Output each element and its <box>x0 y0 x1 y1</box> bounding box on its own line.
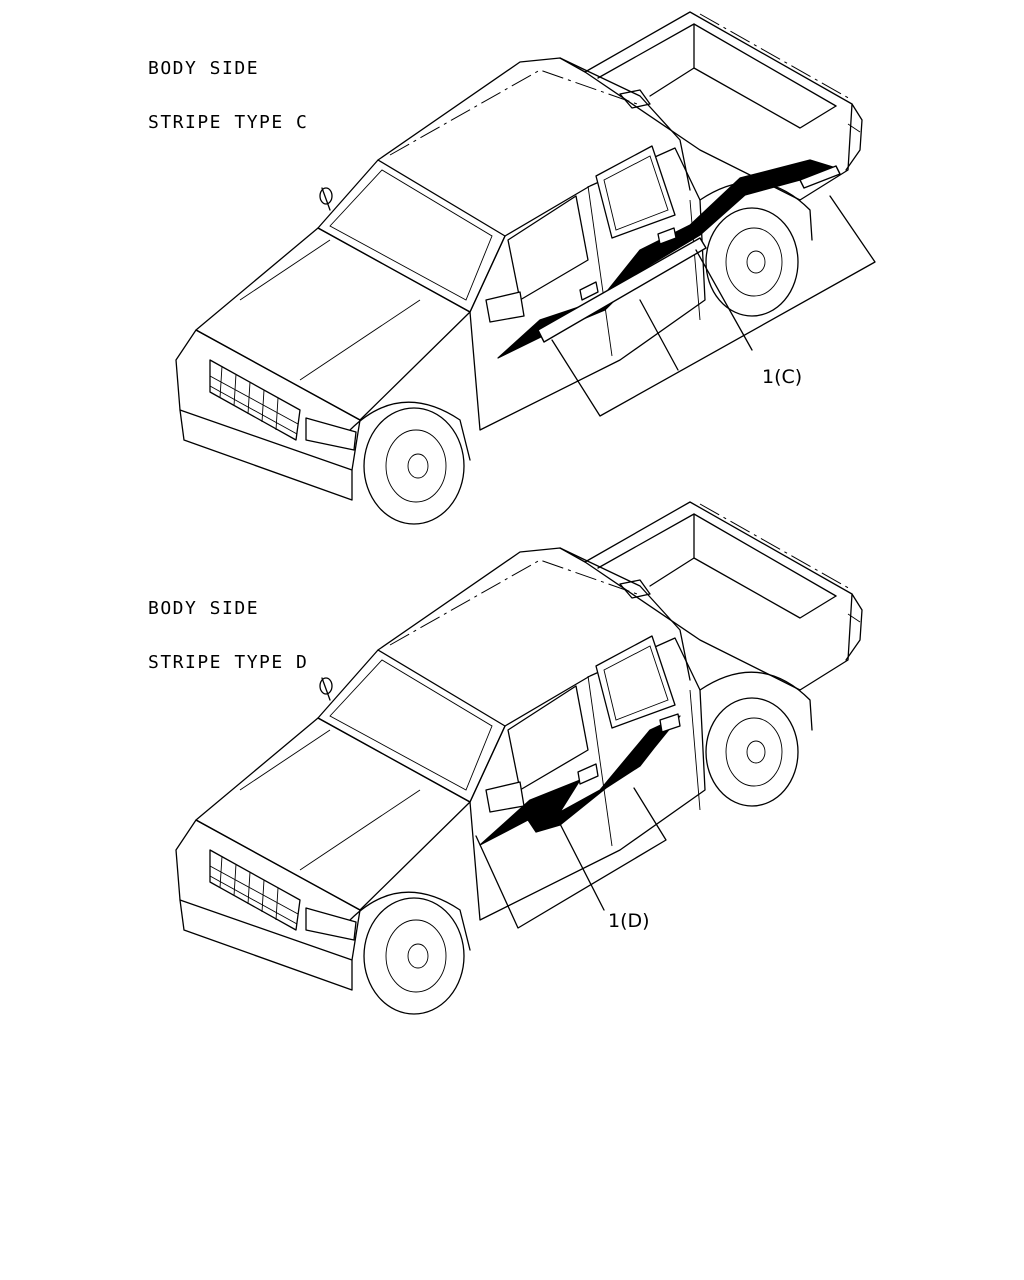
heading-line-2: STRIPE TYPE D <box>148 652 309 673</box>
heading-line-1: BODY SIDE <box>148 58 260 79</box>
diagram-stripe-type-c: BODY SIDE STRIPE TYPE C 1(C) <box>0 0 1024 540</box>
truck-illustration-c <box>175 11 876 525</box>
diagram-heading-c: BODY SIDE STRIPE TYPE C <box>148 24 308 168</box>
callout-label-c: 1(C) <box>762 366 803 388</box>
diagram-stripe-type-d: BODY SIDE STRIPE TYPE D 1(D) <box>0 490 1024 1030</box>
diagram-heading-d: BODY SIDE STRIPE TYPE D <box>148 564 308 708</box>
truck-illustration-d <box>175 501 863 1015</box>
heading-line-1: BODY SIDE <box>148 598 260 619</box>
leader-line-c <box>551 195 876 417</box>
leader-line-d <box>475 787 667 929</box>
stripe-d-graphic <box>479 713 681 846</box>
callout-label-d: 1(D) <box>608 910 650 932</box>
heading-line-2: STRIPE TYPE C <box>148 112 309 133</box>
stripe-c-graphic <box>497 159 841 359</box>
